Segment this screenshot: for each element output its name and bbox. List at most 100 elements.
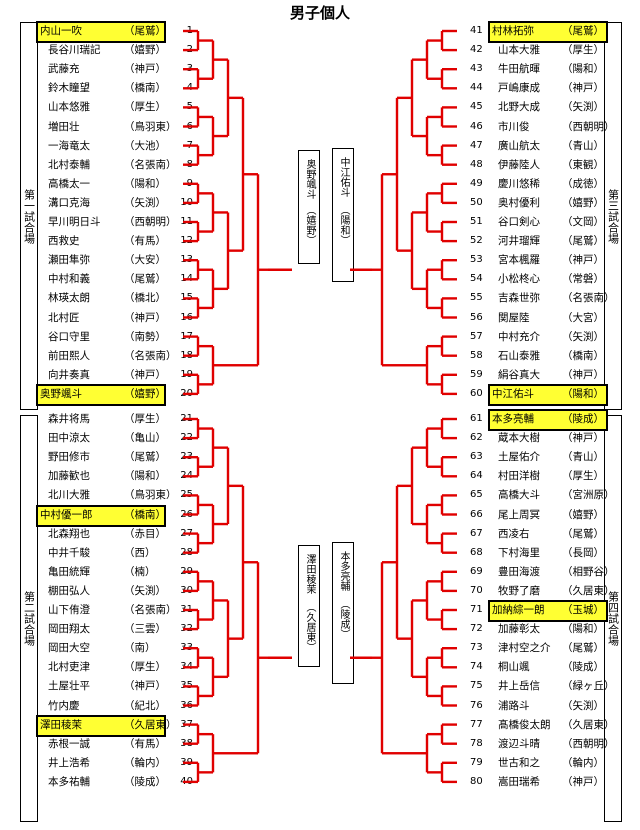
school-name: 玉城 xyxy=(572,604,594,616)
player-name: 早川明日斗 xyxy=(48,216,101,228)
school-name: 名張南 xyxy=(134,604,167,616)
player-name: 本多亮輔 xyxy=(492,413,534,425)
finalist-school: （陽和） xyxy=(338,205,349,245)
school-name: 神戸 xyxy=(572,368,594,381)
player-school: （西） xyxy=(124,544,156,562)
player-name: 中村優一郎 xyxy=(40,508,93,521)
paren: （ xyxy=(124,254,135,267)
paren: （ xyxy=(562,432,573,445)
player-name: 谷口守里 xyxy=(48,330,90,343)
school-name: 矢渕 xyxy=(572,101,594,114)
paren: ） xyxy=(155,273,167,286)
paren: ） xyxy=(166,718,177,731)
paren: （ xyxy=(124,235,135,248)
school-name: 嬉野 xyxy=(572,508,594,521)
player-row: 尾上周冥（嬉野）66 xyxy=(470,506,610,524)
player-name: 髙橋俊太朗 xyxy=(498,718,551,731)
paren: （ xyxy=(124,273,135,286)
seed-number: 52 xyxy=(470,235,483,247)
finalist-name: 中江佑斗 xyxy=(338,157,349,197)
school-name: 尾鷲 xyxy=(134,273,156,286)
school-name: 常磐 xyxy=(572,273,594,286)
player-name: 牛田航暉 xyxy=(498,63,540,76)
paren: （ xyxy=(562,387,573,400)
paren: ） xyxy=(593,546,605,559)
player-name: 西救史 xyxy=(48,235,80,248)
player-name: 向井奏真 xyxy=(48,368,90,381)
player-name: 山本悠雅 xyxy=(48,101,90,114)
venue-label-4: 第四試合場 xyxy=(604,415,622,822)
player-school: （三雲） xyxy=(124,620,166,638)
paren: （ xyxy=(562,177,573,190)
seed-number: 75 xyxy=(470,680,483,692)
paren: （ xyxy=(562,330,573,343)
seed-number: 72 xyxy=(470,623,483,635)
paren: ） xyxy=(593,349,605,362)
player-name: 竹内慶 xyxy=(48,699,80,712)
paren: ） xyxy=(593,101,605,114)
school-name: 神戸 xyxy=(572,775,594,788)
seed-number: 42 xyxy=(470,44,483,56)
player-row: 井上岳信（緑ヶ丘）75 xyxy=(470,677,615,695)
player-name: 棚田弘人 xyxy=(48,584,90,597)
school-name: 神戸 xyxy=(572,82,594,95)
player-row: 高橋大斗（宮洲原）65 xyxy=(470,486,615,504)
paren: ） xyxy=(145,642,156,655)
player-school: （橋南） xyxy=(562,347,604,365)
school-name: 尾鷲 xyxy=(572,642,594,655)
player-school: （名張南） xyxy=(124,601,177,619)
school-name: 青山 xyxy=(572,451,594,464)
player-school: （陽和） xyxy=(562,385,604,403)
player-row: 牧野了磨（久居東）70 xyxy=(470,582,615,600)
paren: （ xyxy=(124,330,135,343)
paren: （ xyxy=(124,292,135,305)
player-row: 河井瑠輝（尾鷲）52 xyxy=(470,232,610,250)
player-school: （名張南） xyxy=(124,156,177,174)
paren: ） xyxy=(155,413,167,425)
paren: ） xyxy=(593,623,605,636)
paren: （ xyxy=(124,756,135,769)
paren: （ xyxy=(124,177,135,190)
player-name: 北森翔也 xyxy=(48,527,90,540)
finalist-box-bottom-left: 澤田稜茉 （久居東） xyxy=(298,545,320,667)
paren: ） xyxy=(155,470,167,483)
player-name: 井上岳信 xyxy=(498,680,540,693)
finalist-school: （嬉野） xyxy=(304,205,315,245)
paren: ） xyxy=(145,546,156,559)
seed-number: 65 xyxy=(470,489,483,501)
paren: （ xyxy=(562,584,573,597)
player-school: （厚生） xyxy=(124,410,166,428)
paren: （ xyxy=(562,413,573,425)
player-row: 山本大雅（厚生）42 xyxy=(470,41,610,59)
seed-number: 74 xyxy=(470,661,483,673)
player-name: 武藤充 xyxy=(48,63,80,76)
seed-number: 47 xyxy=(470,139,483,151)
school-name: 西朝明 xyxy=(134,216,167,228)
seed-number: 45 xyxy=(470,101,483,113)
player-school: （矢渕） xyxy=(562,98,604,116)
paren: ） xyxy=(155,25,167,37)
player-name: 野田修市 xyxy=(48,451,90,464)
player-row: 浦路斗（矢渕）76 xyxy=(470,697,610,715)
school-name: 矢渕 xyxy=(134,196,156,209)
player-row: 竹内慶（紀北）36 xyxy=(38,697,228,715)
seed-number: 70 xyxy=(470,584,483,596)
player-row: 奥村優利（嬉野）50 xyxy=(470,194,610,212)
paren: （ xyxy=(124,718,135,731)
paren: （ xyxy=(562,775,573,788)
player-school: （西朝明） xyxy=(124,213,177,231)
seed-number: 60 xyxy=(470,387,483,399)
school-name: 陽和 xyxy=(572,387,594,400)
player-school: （厚生） xyxy=(124,658,166,676)
player-row: 奥野颯斗（嬉野）20 xyxy=(36,383,228,406)
paren: （ xyxy=(562,489,573,502)
player-school: （厚生） xyxy=(562,467,604,485)
school-name: 亀山 xyxy=(134,432,156,445)
player-school: （常磐） xyxy=(562,270,604,288)
seed-number: 46 xyxy=(470,120,483,132)
player-row: 長谷川瑞記（嬉野）2 xyxy=(38,41,228,59)
paren: （ xyxy=(124,661,135,674)
player-row: 西凌右（尾鷲）67 xyxy=(470,525,610,543)
player-name: 亀田統輝 xyxy=(48,565,90,578)
